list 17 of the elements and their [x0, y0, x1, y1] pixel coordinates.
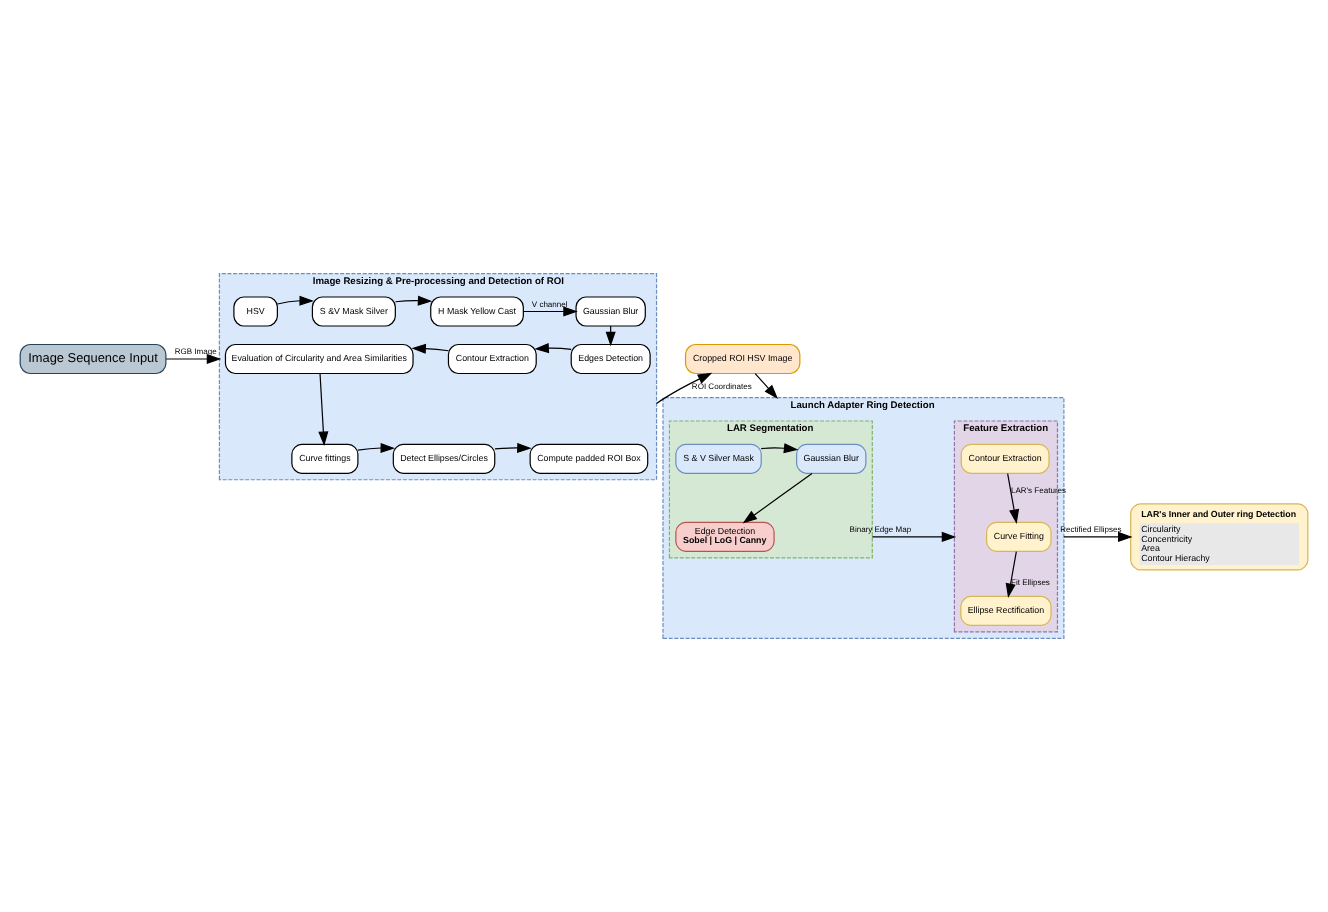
- arrow: [494, 442, 532, 453]
- arrow: [655, 372, 713, 405]
- arrow: [318, 373, 329, 447]
- arrow: [760, 443, 799, 454]
- arrow: [276, 295, 314, 306]
- arrow: [742, 472, 813, 524]
- arrow: [1007, 473, 1020, 524]
- arrow: [357, 442, 396, 454]
- arrow: [534, 343, 572, 354]
- arrow: [165, 353, 222, 365]
- arrow: [394, 295, 433, 306]
- arrow: [522, 306, 578, 317]
- arrow: [754, 373, 779, 399]
- arrow: [411, 343, 450, 354]
- arrow: [1005, 551, 1017, 599]
- arrow: [1063, 531, 1133, 542]
- arrow: [871, 531, 957, 542]
